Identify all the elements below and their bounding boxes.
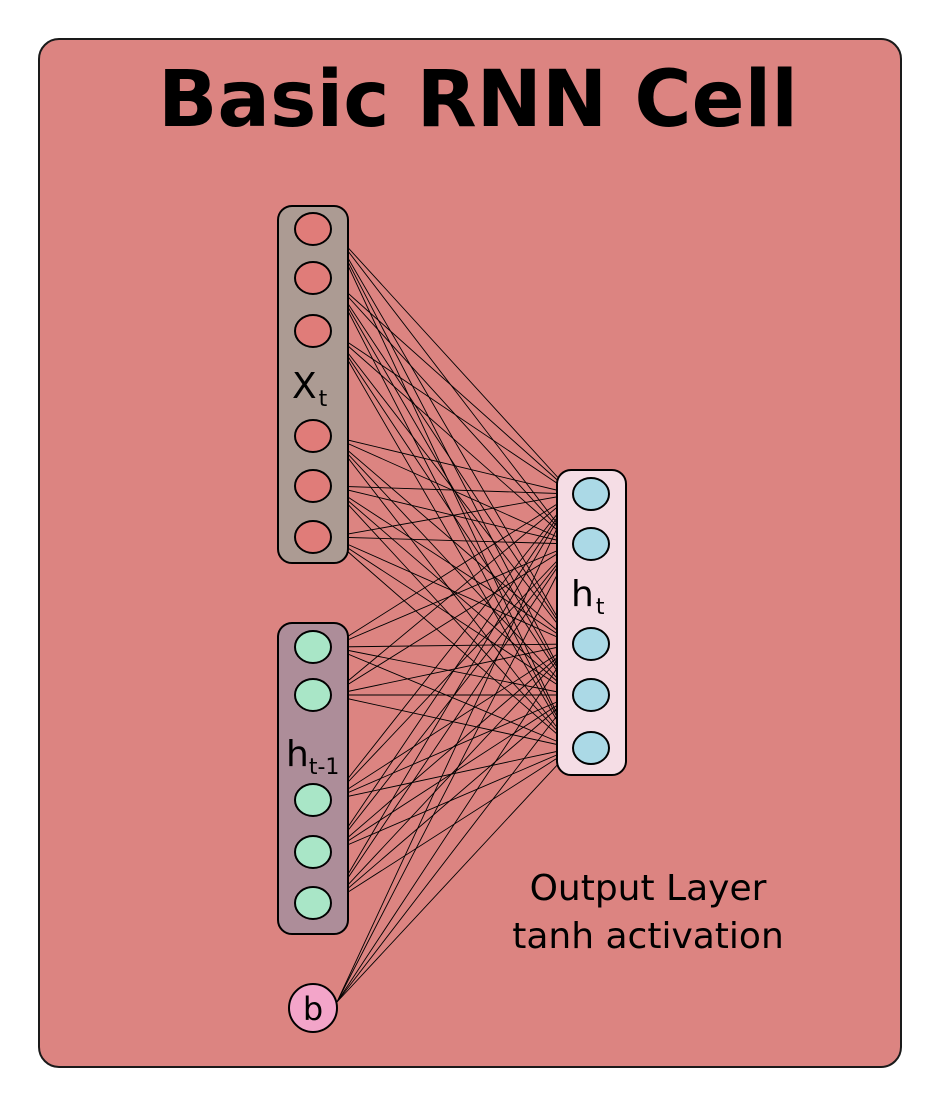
connection-line — [330, 543, 574, 696]
connection-line — [330, 330, 574, 495]
connection-line — [330, 536, 574, 645]
previous-hidden-node — [294, 835, 332, 869]
connection-line — [330, 277, 574, 696]
connection-line — [336, 543, 574, 1003]
previous-hidden-nodes — [294, 630, 332, 920]
diagram-title: Basic RNN Cell — [158, 55, 798, 145]
connection-line — [330, 643, 574, 801]
output-node — [572, 477, 610, 511]
connection-line — [330, 330, 574, 545]
output-node — [572, 678, 610, 712]
connection-line — [330, 543, 574, 648]
connection-line — [330, 435, 574, 495]
connection-line — [330, 493, 574, 538]
connection-line — [330, 228, 574, 495]
connection-line — [330, 228, 574, 749]
connection-line — [330, 536, 574, 545]
connection-line — [330, 277, 574, 545]
connection-line — [330, 330, 574, 696]
bias-node — [288, 983, 338, 1033]
cell-panel — [38, 38, 902, 1068]
connection-line — [336, 643, 574, 1003]
connection-line — [330, 643, 574, 904]
connection-line — [330, 493, 574, 648]
connection-line — [330, 747, 574, 904]
output-node — [572, 527, 610, 561]
output-nodes — [572, 477, 610, 765]
previous-hidden-node — [294, 630, 332, 664]
connection-line — [330, 493, 574, 801]
connection-line — [330, 694, 574, 904]
input-layer-group — [277, 205, 349, 564]
connection-line — [330, 485, 574, 645]
input-layer-label: Xt — [292, 366, 328, 412]
connection-line — [336, 694, 574, 1003]
output-caption-line2: tanh activation — [512, 916, 784, 957]
previous-hidden-node — [294, 783, 332, 817]
output-layer-label: ht — [571, 574, 605, 620]
input-node — [294, 314, 332, 348]
input-node — [294, 212, 332, 246]
input-node — [294, 469, 332, 503]
connection-line — [330, 543, 574, 801]
connection-line — [330, 435, 574, 645]
output-layer-group — [556, 469, 627, 776]
connection-line — [330, 485, 574, 495]
output-node — [572, 731, 610, 765]
connection-line — [330, 277, 574, 495]
connection-line — [330, 277, 574, 645]
connection-lines — [330, 228, 574, 1003]
output-caption-line1: Output Layer — [530, 868, 767, 909]
bias-label: b — [303, 990, 323, 1028]
output-node — [572, 627, 610, 661]
input-node — [294, 261, 332, 295]
previous-hidden-node — [294, 886, 332, 920]
input-node — [294, 520, 332, 554]
connection-line — [330, 536, 574, 696]
connection-line — [330, 643, 574, 853]
connection-line — [336, 493, 574, 1003]
previous-hidden-node — [294, 678, 332, 712]
connection-line — [330, 643, 574, 696]
input-nodes — [294, 212, 332, 554]
connection-line — [330, 493, 574, 904]
previous-hidden-label: ht-1 — [286, 734, 339, 780]
connection-line — [330, 543, 574, 904]
input-node — [294, 419, 332, 453]
connection-line — [330, 493, 574, 696]
connection-line — [330, 228, 574, 645]
connection-line — [330, 643, 574, 648]
connection-line — [336, 747, 574, 1003]
connection-line — [330, 493, 574, 853]
connection-line — [330, 435, 574, 749]
connection-line — [330, 330, 574, 645]
connection-line — [330, 485, 574, 545]
